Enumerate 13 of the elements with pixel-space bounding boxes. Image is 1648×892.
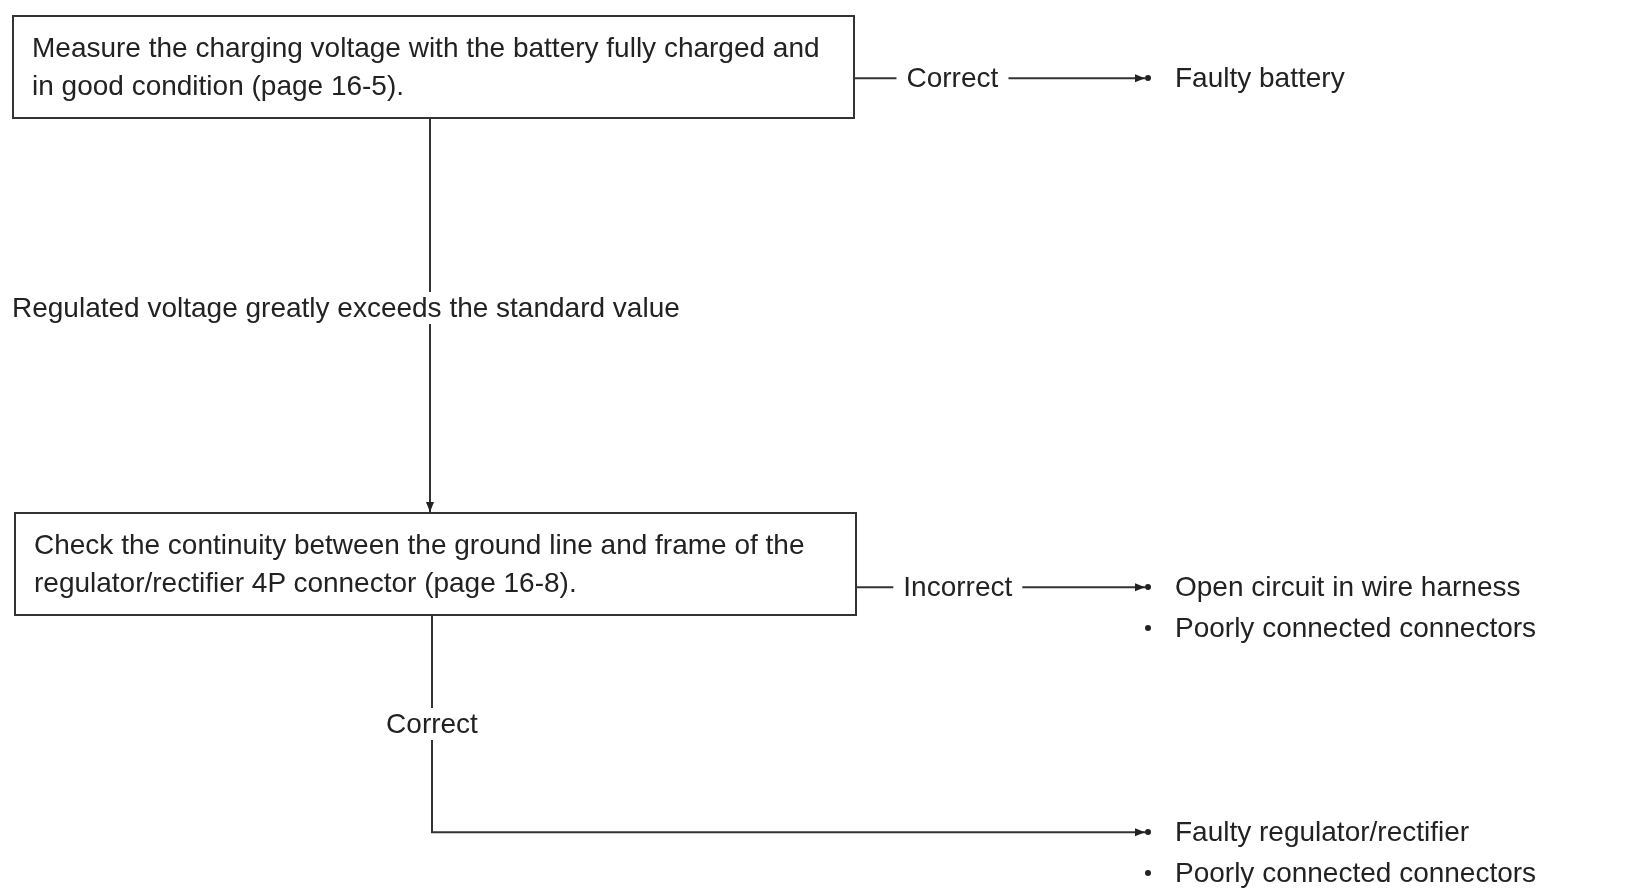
result-text: Open circuit in wire harness — [1175, 570, 1521, 604]
result-text: Poorly connected connectors — [1175, 610, 1537, 645]
connector-line — [429, 117, 431, 293]
arrow — [426, 323, 434, 513]
result-text: Faulty regulator/rectifier — [1175, 815, 1470, 849]
condition-text: Regulated voltage greatly exceeds the standard value — [12, 292, 680, 323]
arrow — [431, 614, 1146, 837]
result-text: Faulty battery — [1175, 61, 1345, 95]
process-box — [12, 15, 855, 119]
step-text: Measure the charging voltage with the battery fully charged and in good condition (page 16-5). — [32, 31, 821, 103]
result-text: Poorly connected connectors — [1175, 855, 1537, 890]
process-box — [14, 512, 857, 616]
step-text: Check the continuity between the ground line and frame of the regulator/rectifier 4P connector (page 16-8). — [34, 528, 806, 600]
